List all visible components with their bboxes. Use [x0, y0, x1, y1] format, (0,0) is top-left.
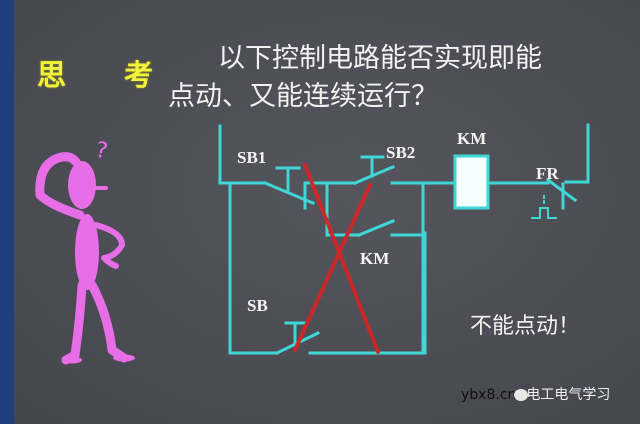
fr-thermal-element: [531, 207, 557, 219]
person-icon: [35, 152, 135, 365]
watermark-name: 电工电气学习: [526, 387, 611, 403]
watermark: ybx8.cn 电工电气学习: [461, 384, 610, 404]
question-line-2: 点动、又能连续运行？: [168, 81, 438, 112]
watermark-site: ybx8.cn: [461, 387, 517, 403]
label-fr: FR: [536, 164, 559, 183]
answer-text: 不能点动！: [470, 314, 581, 339]
right-rail-wire: [564, 123, 590, 184]
sb-branch-wire: [228, 181, 279, 355]
left-rail-wire: [218, 124, 267, 185]
chat-bubble-icon: [514, 389, 529, 401]
km-coil: [453, 154, 490, 210]
red-cross-icon: [293, 163, 380, 354]
heading-char-1: 思: [37, 58, 67, 92]
question-mark-icon: ?: [94, 138, 110, 165]
km-contact-left-wire: [325, 181, 361, 237]
question-line-1: 以下控制电路能否实现即能: [218, 43, 542, 74]
label-km-coil: KM: [457, 129, 487, 148]
sb-return-wire: [308, 231, 427, 355]
left-accent-band: [0, 0, 14, 424]
sb2-contact: [353, 165, 395, 185]
label-km-contact: KM: [360, 249, 390, 268]
label-sb1: SB1: [237, 148, 267, 167]
heading-char-2: 考: [124, 58, 154, 92]
label-sb2: SB2: [386, 143, 416, 162]
label-sb: SB: [247, 296, 268, 315]
km-contact: [357, 219, 395, 237]
